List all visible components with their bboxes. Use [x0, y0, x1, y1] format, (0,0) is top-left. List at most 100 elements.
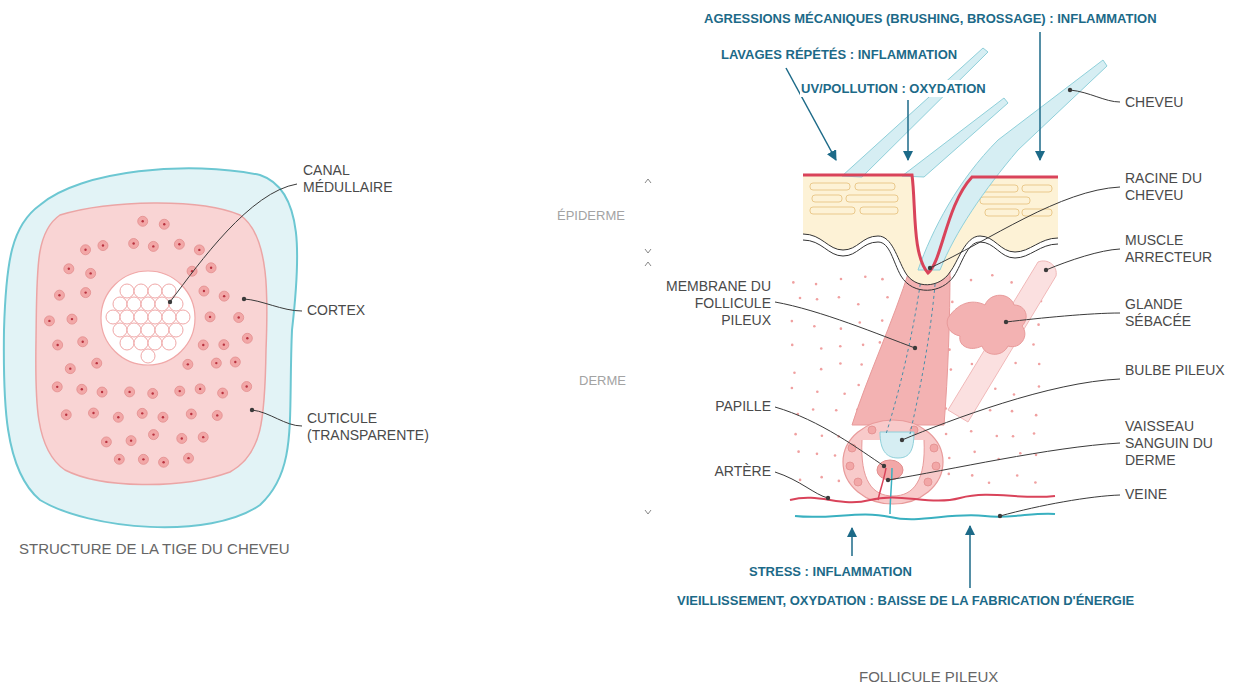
bulb-cell: [854, 478, 862, 486]
medulla-shape: [101, 271, 195, 365]
cell-nucleus: [101, 391, 103, 393]
cortex-cell: [67, 314, 77, 324]
part-label: CUTICULE (TRANSPARENTE): [306, 410, 456, 444]
dermis-dot: [857, 303, 860, 306]
dermis-dot: [1012, 435, 1015, 438]
cell-body: [54, 290, 64, 300]
cell-body: [195, 384, 205, 394]
dermis-dot: [1010, 281, 1013, 284]
medulla-cell: [141, 297, 155, 311]
cell-body: [148, 388, 158, 398]
label-holder: ÉPIDERME: [556, 207, 626, 224]
factor-label: STRESS : INFLAMMATION: [748, 563, 913, 580]
cell-nucleus: [199, 388, 201, 390]
dermis-dot: [840, 278, 843, 281]
cell-nucleus: [65, 414, 67, 416]
artery: [790, 495, 1055, 503]
dermis-dot: [1035, 454, 1038, 457]
cell-body: [234, 313, 244, 323]
cell-nucleus: [215, 362, 217, 364]
medulla-cell: [127, 297, 141, 311]
leader-dots-left: [168, 297, 254, 412]
cell-body: [86, 268, 96, 278]
leader-dot: [826, 496, 830, 500]
medulla-cell: [148, 284, 162, 298]
medulla-cell: [155, 323, 169, 337]
leader-line: [775, 302, 915, 348]
dermis-dot: [816, 453, 819, 456]
cell-nucleus: [81, 341, 83, 343]
cortex-cell: [138, 216, 148, 226]
layer-label: ÉPIDERME: [556, 207, 626, 224]
cell-nucleus: [202, 436, 204, 438]
leader-dot: [1068, 88, 1072, 92]
cell-body: [44, 316, 54, 326]
label-holder: ARTÈRE: [690, 463, 772, 480]
dermis-dot: [816, 390, 819, 393]
cortex-cell: [177, 433, 187, 443]
cell-nucleus: [56, 386, 58, 388]
medulla-cell: [148, 310, 162, 324]
dermis-dot: [797, 450, 800, 453]
cell-nucleus: [56, 344, 58, 346]
label-holder: RACINE DU CHEVEU: [1124, 170, 1236, 204]
factor-arrows: [786, 32, 1040, 588]
cortex-cell: [78, 337, 88, 347]
factor-arrow: [851, 528, 853, 556]
cell-body: [149, 430, 159, 440]
part-label: VEINE: [1124, 486, 1168, 503]
papilla-vessel-blue: [890, 468, 892, 514]
cortex-cell: [52, 382, 62, 392]
cell-body: [113, 412, 123, 422]
cell-nucleus: [152, 392, 154, 394]
cell-nucleus: [58, 294, 60, 296]
cell-nucleus: [89, 272, 91, 274]
dermis-dot: [1033, 432, 1036, 435]
cortex-cell: [65, 364, 75, 374]
medulla-cell: [134, 336, 148, 350]
dermis-dot: [886, 296, 889, 299]
cell-body: [184, 453, 194, 463]
cell: [985, 209, 1019, 216]
cell-nucleus: [181, 437, 183, 439]
medulla-cell: [120, 310, 134, 324]
cortex-cell: [175, 386, 185, 396]
dermis-dot: [970, 430, 973, 433]
medulla-cell: [134, 310, 148, 324]
leader-line: [252, 410, 302, 426]
cortex-cell: [53, 340, 63, 350]
cell-nucleus: [234, 361, 236, 363]
hair-shaft: [842, 48, 988, 177]
gland-shape: [947, 295, 1026, 354]
cortex-cell: [125, 387, 135, 397]
cell-nucleus: [187, 363, 189, 365]
cortex-cell: [77, 384, 87, 394]
part-label: CORTEX: [306, 302, 366, 319]
cell-body: [148, 241, 158, 251]
cortex-cell: [64, 264, 74, 274]
layer-label: DERME: [578, 372, 627, 389]
dermis-dot: [1032, 343, 1035, 346]
cortex-cells: [44, 216, 252, 467]
dermis-dot: [813, 325, 816, 328]
cell-body: [230, 357, 240, 367]
cell-body: [159, 457, 169, 467]
label-holder: LAVAGES RÉPÉTÉS : INFLAMMATION: [720, 46, 958, 63]
dermis-dot: [1034, 481, 1037, 484]
cortex-cell: [149, 430, 159, 440]
figure-caption: STRUCTURE DE LA TIGE DU CHEVEU: [18, 540, 291, 557]
cell-nucleus: [203, 290, 205, 292]
bulb-cell: [924, 478, 932, 486]
dermis-dot: [858, 321, 861, 324]
cell-nucleus: [71, 318, 73, 320]
leader-dot: [1004, 320, 1008, 324]
dermis-dot: [1035, 414, 1038, 417]
cortex-cell: [206, 263, 216, 273]
cell-nucleus: [84, 291, 86, 293]
cell-body: [212, 410, 222, 420]
leader-dot: [242, 297, 246, 301]
cell-body: [114, 454, 124, 464]
dermis-dot: [820, 347, 823, 350]
medulla-cell: [162, 284, 176, 298]
